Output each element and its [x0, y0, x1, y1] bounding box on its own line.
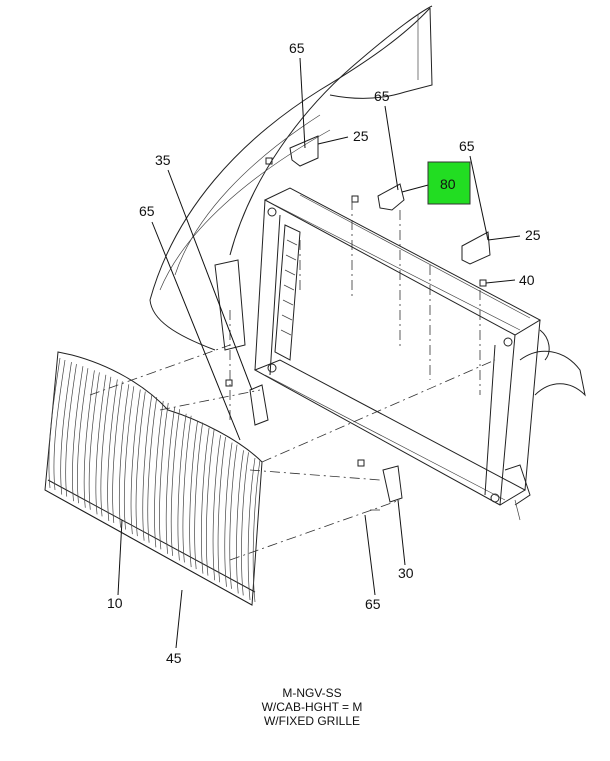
callout-65-center: 65: [374, 88, 390, 104]
caption-line-1: M-NGV-SS: [282, 686, 341, 700]
caption-line-2: W/CAB-HGHT = M: [262, 700, 363, 714]
callout-40: 40: [519, 272, 535, 288]
callout-30: 30: [398, 565, 414, 581]
hood-outline: [149, 5, 433, 351]
callout-65-right: 65: [459, 138, 475, 154]
radiator-assembly: [253, 187, 586, 521]
callout-25-upper: 25: [353, 128, 369, 144]
callout-80-highlight: [427, 161, 471, 205]
callout-80: 80: [440, 176, 456, 192]
callout-45: 45: [166, 650, 182, 666]
callout-10: 10: [107, 595, 123, 611]
callout-65-left: 65: [139, 203, 155, 219]
callout-25-right: 25: [525, 227, 541, 243]
caption-line-3: W/FIXED GRILLE: [264, 714, 360, 728]
alignment-lines: [89, 200, 496, 561]
brackets: [225, 135, 491, 503]
callout-labels: 65 25 65 65 80 35 65 25 40 30 65 10 45: [107, 40, 541, 666]
callout-65-hood: 65: [289, 40, 305, 56]
callout-65-bottom: 65: [365, 596, 381, 612]
leader-lines: [117, 57, 521, 649]
caption: M-NGV-SS W/CAB-HGHT = M W/FIXED GRILLE: [262, 686, 363, 728]
grille: [44, 351, 263, 606]
callout-35: 35: [155, 152, 171, 168]
